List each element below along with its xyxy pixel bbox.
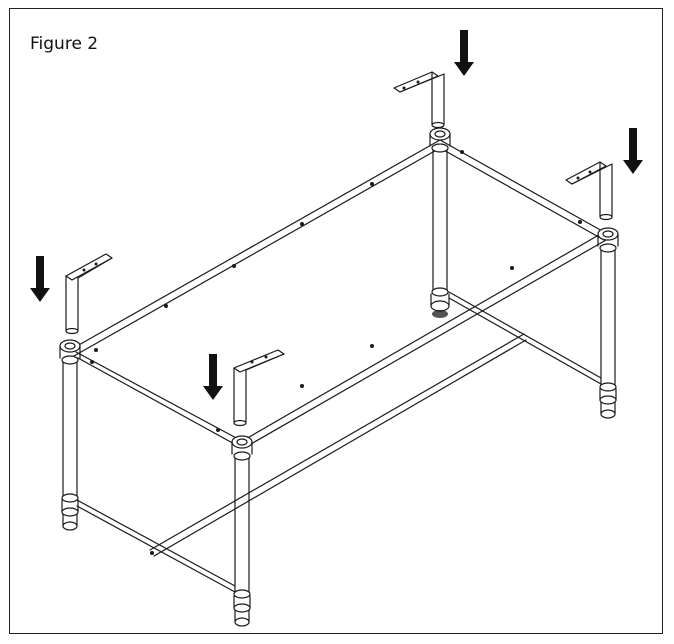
arrow-down-icon [623,128,643,174]
arrow-down-icon [30,256,50,302]
post-back-right [597,227,619,419]
leg-bracket [393,71,445,129]
post-back-left [429,127,451,318]
arrow-down-icon [454,30,474,76]
figure-title: Figure 2 [30,34,99,54]
top-rail-left [69,139,441,357]
rail-bolts [90,150,582,432]
leg-bracket [565,161,613,221]
arrow-down-icon [203,354,223,400]
top-rail-front [75,351,241,447]
top-rail-right [243,231,607,449]
leg-bracket [65,253,113,335]
top-rail-back [439,139,605,241]
post-front-right [231,435,253,627]
top-frame [69,139,607,449]
lower-stretchers [76,291,602,593]
leg-bracket [233,349,285,427]
figure-frame [9,8,663,634]
post-front-left [59,339,81,531]
